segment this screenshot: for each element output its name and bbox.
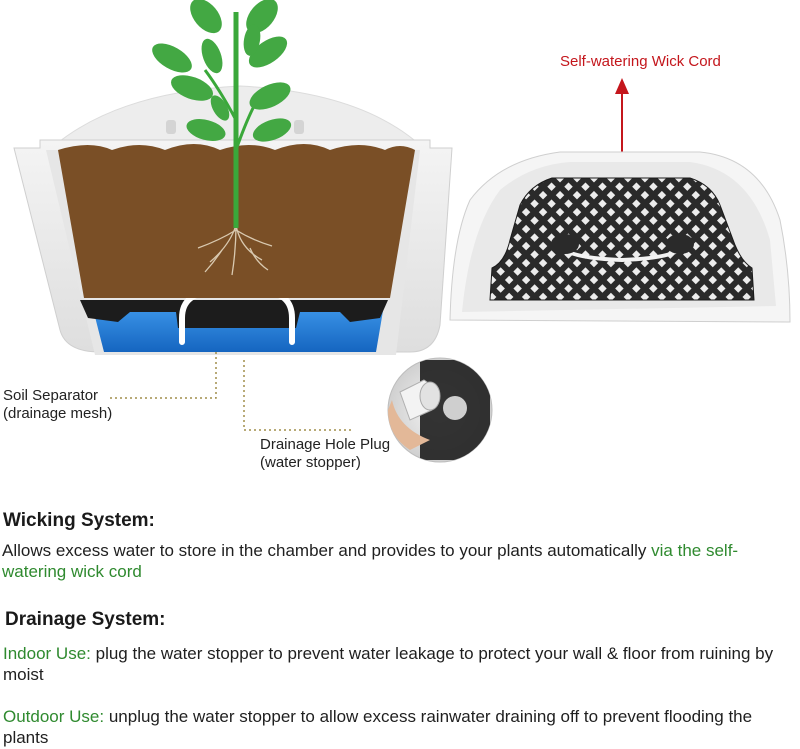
indoor-use-label: Indoor Use: (3, 644, 91, 663)
indoor-use-description: plug the water stopper to prevent water … (3, 644, 774, 684)
water-reservoir (92, 305, 384, 352)
reservoir-insert-photo (449, 151, 791, 323)
indoor-use-text: Indoor Use: plug the water stopper to pr… (3, 643, 797, 685)
drain-plug-leader (243, 360, 352, 431)
soil-separator-mesh (80, 300, 388, 328)
soil-separator-label: Soil Separator (drainage mesh) (3, 387, 112, 423)
pot-cross-section (13, 0, 453, 355)
wick-cord-label: Self-watering Wick Cord (560, 53, 721, 70)
wicking-description-highlight: via the self-watering wick cord (2, 541, 739, 581)
drain-plug-label-line1: Drainage Hole Plug (260, 436, 391, 453)
wicking-description: Allows excess water to store in the cham… (2, 540, 798, 582)
wicking-heading: Wicking System: (3, 510, 155, 531)
leader-lines (110, 352, 352, 431)
soil-separator-label-line1: Soil Separator (3, 387, 99, 404)
plant-roots (197, 224, 273, 276)
drainage-heading: Drainage System: (5, 609, 166, 630)
drain-plug-label: Drainage Hole Plug (water stopper) (260, 436, 390, 472)
wicking-description-main: Allows excess water to store in the cham… (2, 541, 652, 560)
soil-separator-label-line2: (drainage mesh) (3, 405, 113, 422)
drain-plug-label-line2: (water stopper) (260, 454, 361, 471)
soil-separator-leader (110, 352, 217, 399)
outdoor-use-text: Outdoor Use: unplug the water stopper to… (3, 706, 797, 748)
outdoor-use-label: Outdoor Use: (3, 707, 105, 726)
planter-diagram (13, 0, 791, 463)
outdoor-use-description: unplug the water stopper to allow excess… (3, 707, 753, 747)
reservoir-mesh (489, 177, 755, 301)
water-stopper-photo (387, 357, 493, 463)
plant-leaves (152, 0, 292, 142)
